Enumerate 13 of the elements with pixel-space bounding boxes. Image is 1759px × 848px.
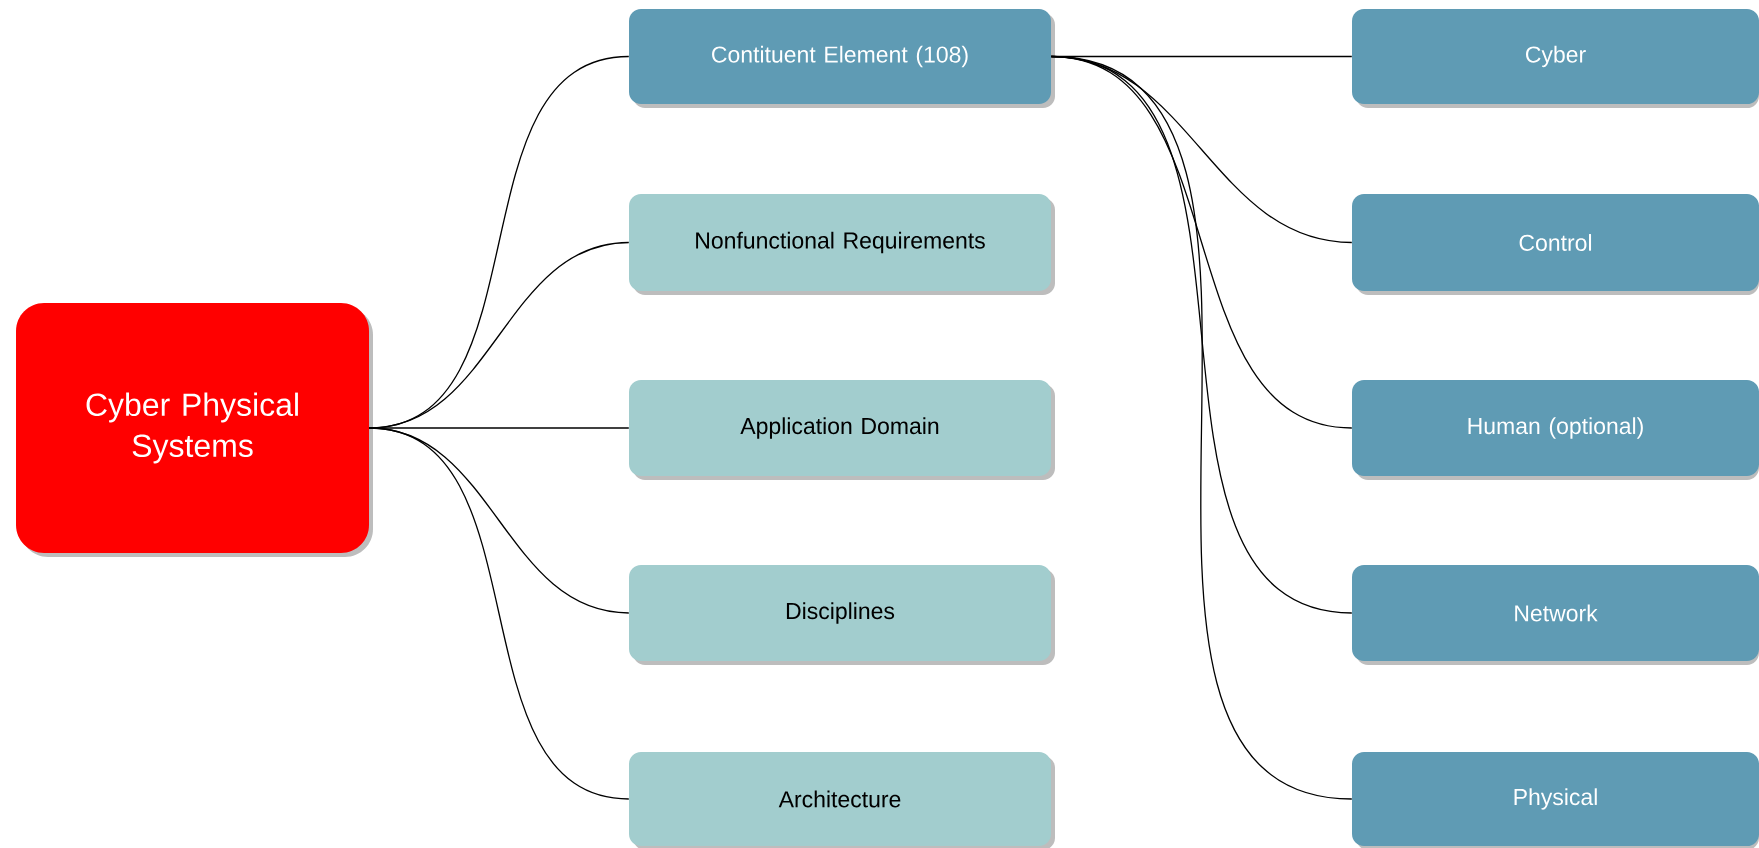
connector-line: [368, 427, 630, 800]
topic-box: Cyber: [1352, 9, 1759, 108]
topic-box: Human (optional): [1352, 380, 1759, 480]
topic-box: Network: [1352, 565, 1759, 665]
topic-box: Architecture: [629, 752, 1055, 848]
topic-box: Physical: [1352, 752, 1759, 848]
topic-box: Application Domain: [629, 380, 1055, 480]
topic-box: Contituent Element (108): [629, 9, 1055, 108]
topic-box: Control: [1352, 194, 1759, 295]
topic-box: Disciplines: [629, 565, 1055, 665]
topic-box: Nonfunctional Requirements: [629, 194, 1055, 295]
topic-box: Cyber Physical Systems: [16, 303, 373, 557]
connector-line: [1050, 55, 1353, 800]
